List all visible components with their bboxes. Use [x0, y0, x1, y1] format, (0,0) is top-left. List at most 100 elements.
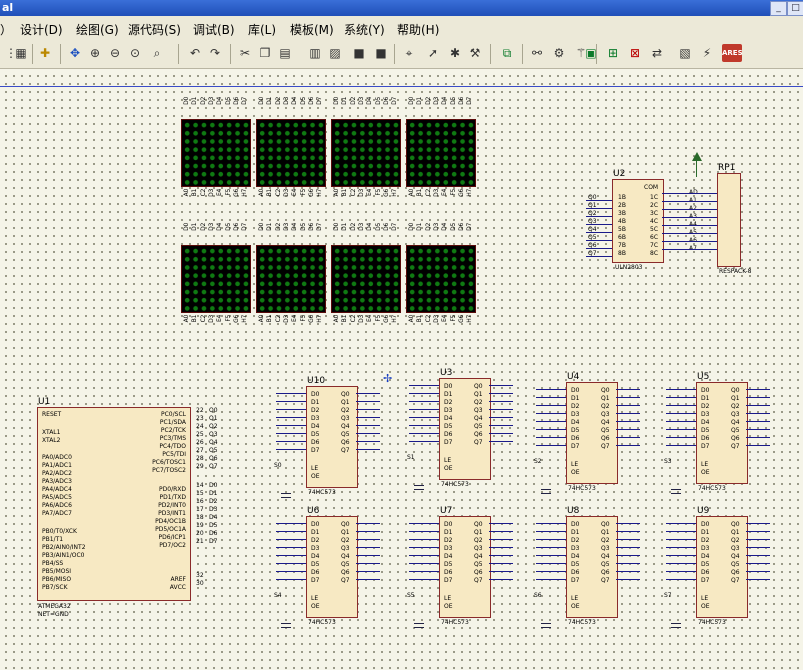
block-rotate-icon[interactable]: ■ — [353, 46, 365, 60]
ares-icon[interactable]: ARES — [722, 44, 743, 62]
zoom-area-icon[interactable]: ⌕ — [153, 46, 161, 60]
toolbar-separator — [230, 44, 231, 64]
matrix-pin-label: D0 — [333, 97, 340, 105]
netlist-tool-icon[interactable]: ⚚ — [575, 46, 587, 60]
schematic-canvas[interactable]: U2 COM 1B 2B 3B 4B 5B 6B 7B 8B 1C 2C 3C … — [0, 69, 803, 670]
remove-sheet-icon[interactable]: ⊠ — [629, 46, 641, 60]
menu-item-library[interactable]: 库(L) — [248, 23, 277, 37]
menu-item-source[interactable]: 源代码(S) — [128, 23, 181, 37]
wire — [489, 523, 513, 524]
u2-com-pin: COM — [644, 184, 659, 191]
led-matrix — [181, 119, 251, 187]
menu-item-help[interactable]: 帮助(H) — [397, 23, 440, 37]
wire — [276, 433, 306, 434]
zoom-out-icon[interactable]: ⊖ — [109, 46, 121, 60]
u1-pin: PD3/INT1 — [158, 510, 186, 517]
block-move-icon[interactable]: ▨ — [329, 46, 341, 60]
u2-in-pin: 4B — [618, 218, 626, 225]
latch-ref: U10 — [307, 376, 326, 386]
matrix-pin-label: F5 — [374, 189, 382, 196]
block-copy-icon[interactable]: ▥ — [309, 46, 321, 60]
minimize-button[interactable]: _ — [770, 1, 787, 16]
menu-item-design[interactable]: 设计(D) — [20, 23, 63, 37]
add-sheet-icon[interactable]: ⊞ — [607, 46, 619, 60]
wire — [662, 249, 717, 250]
u2-ref: U2 — [613, 169, 626, 179]
latch-out-pin: Q6 — [341, 439, 350, 446]
redo-icon[interactable]: ↷ — [209, 46, 221, 60]
paste-icon[interactable]: ▤ — [279, 46, 291, 60]
toolbar-separator — [522, 44, 523, 64]
matrix-pin-label: D0 — [258, 223, 265, 231]
u2-in-pin: 5B — [618, 226, 626, 233]
u2-net: Q1 — [588, 202, 597, 209]
wire-autoroute-icon[interactable]: ⧉ — [502, 46, 512, 60]
latch-in-pin: D7 — [701, 443, 710, 450]
pick-device-icon[interactable]: ⌖ — [405, 46, 413, 60]
decompose-icon[interactable]: ⚒ — [469, 46, 481, 60]
menu-item-template[interactable]: 模板(M) — [290, 23, 334, 37]
latch-out-pin: Q5 — [731, 427, 740, 434]
maximize-button[interactable]: □ — [787, 1, 803, 16]
block-delete-icon[interactable]: ■ — [375, 46, 387, 60]
latch-in-pin: D4 — [311, 423, 320, 430]
bom-icon[interactable]: ▧ — [679, 46, 691, 60]
matrix-pin-label: D0 — [333, 223, 340, 231]
matrix-pin-label: G6 — [232, 189, 240, 197]
matrix-pin-label: D4 — [291, 223, 299, 231]
matrix-pin-label: D1 — [341, 97, 349, 105]
copy-icon[interactable]: ❐ — [259, 46, 271, 60]
menu-item-system[interactable]: 系统(Y) — [344, 23, 385, 37]
toolbar: ⋮ ▦ ✚ ✥ ⊕ ⊖ ⊙ ⌕ ↶ ↷ ✂ ❐ ▤ ▥ ▨ ■ ■ ⌖ ➚ ✱ … — [0, 40, 803, 69]
u1-pin-num: 28 — [196, 455, 204, 462]
latch-ctrl-pin: OE — [701, 603, 710, 610]
search-icon[interactable]: ⚯ — [531, 46, 543, 60]
zoom-all-icon[interactable]: ⊙ — [129, 46, 141, 60]
make-device-icon[interactable]: ➚ — [427, 46, 439, 60]
u1-net-label: D2 — [209, 498, 218, 505]
latch-out-pin: Q1 — [731, 529, 740, 536]
latch-ctrl-pin: LE — [571, 461, 579, 468]
latch-in-pin: D4 — [444, 415, 453, 422]
undo-icon[interactable]: ↶ — [189, 46, 201, 60]
latch-ctrl-pin: LE — [311, 595, 319, 602]
latch-ctrl-pin: LE — [444, 457, 452, 464]
latch-out-pin: Q5 — [474, 561, 483, 568]
cut-icon[interactable]: ✂ — [239, 46, 251, 60]
wire — [666, 437, 696, 438]
matrix-pin-label: D5 — [299, 223, 307, 231]
menu-bar: ） 设计(D) 绘图(G) 源代码(S) 调试(B) 库(L) 模板(M) 系统… — [0, 16, 803, 41]
latch-in-pin: D1 — [571, 395, 580, 402]
netlist-icon[interactable]: ⚡ — [702, 46, 712, 60]
uln2803-chip[interactable]: U2 COM 1B 2B 3B 4B 5B 6B 7B 8B 1C 2C 3C … — [612, 169, 664, 271]
matrix-pin-label: D3 — [282, 223, 290, 231]
property-assign-icon[interactable]: ⚙ — [553, 46, 565, 60]
goto-sheet-icon[interactable]: ⇄ — [651, 46, 663, 60]
respack-chip[interactable]: RP1 RESPACK-8 — [717, 163, 751, 275]
menu-item-prev[interactable]: ） — [0, 23, 13, 37]
latch-in-pin: D0 — [571, 387, 580, 394]
origin-icon[interactable]: ▦ — [15, 46, 27, 60]
zoom-in-icon[interactable]: ⊕ — [89, 46, 101, 60]
latch-enable-net: S7 — [664, 592, 672, 599]
latch-in-pin: D6 — [311, 439, 320, 446]
package-icon[interactable]: ✱ — [449, 46, 461, 60]
menu-item-debug[interactable]: 调试(B) — [193, 23, 235, 37]
menu-item-draw[interactable]: 绘图(G) — [76, 23, 119, 37]
pan-icon[interactable]: ✥ — [69, 46, 81, 60]
matrix-pin-label: B1 — [191, 315, 199, 323]
grid-icon[interactable]: ⋮ — [5, 46, 17, 60]
origin-marker-icon[interactable]: ✚ — [39, 46, 51, 60]
u1-pin-num: 19 — [196, 522, 204, 529]
new-sheet-icon[interactable]: ▣ — [585, 46, 597, 60]
atmega32-chip[interactable]: U1 RESET XTAL1 XTAL2 PA0/ADC0 PA1/ADC1 P… — [37, 397, 191, 618]
latch-part: 74HC573 — [698, 619, 726, 626]
